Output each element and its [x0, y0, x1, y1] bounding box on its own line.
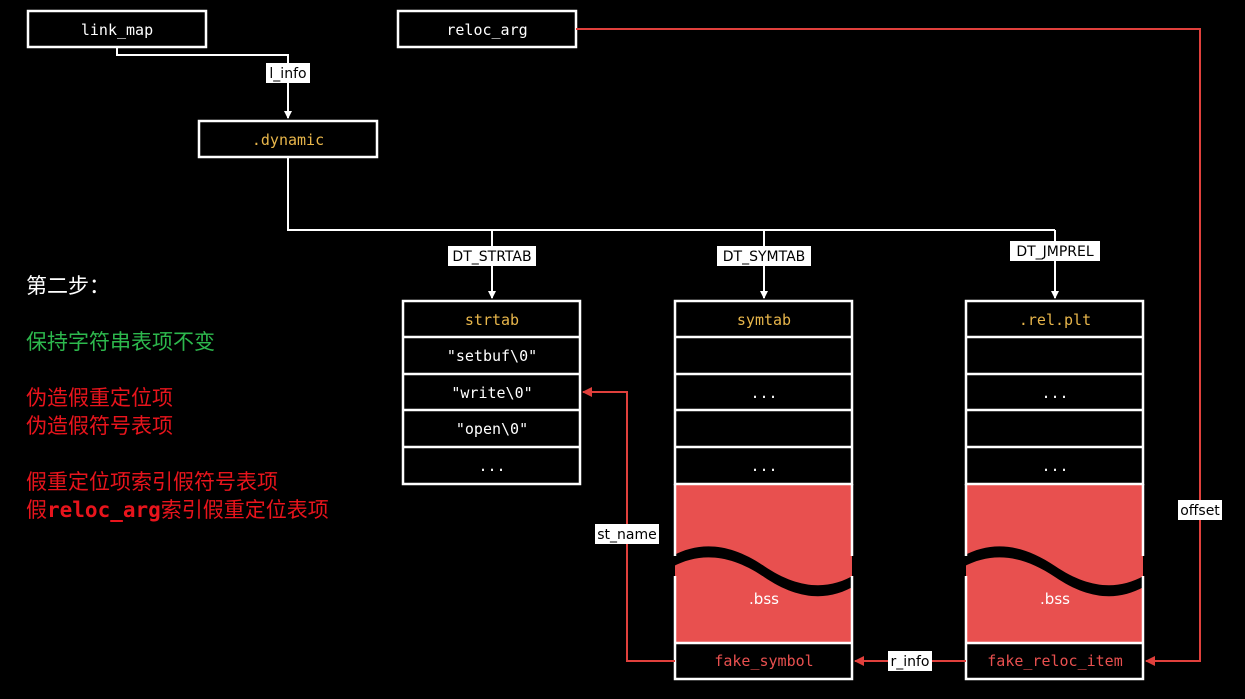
notes-panel: 第二步： 保持字符串表项不变 伪造假重定位项 伪造假符号表项 假重定位项索引假符…	[26, 272, 329, 524]
link-map-label: link_map	[81, 21, 153, 39]
r-info-label: r_info	[890, 654, 929, 670]
note-fake-reloc: 伪造假重定位项	[26, 386, 173, 410]
relplt-bss-region	[966, 484, 1143, 643]
offset-edge	[576, 28, 1201, 666]
notes-spacer	[26, 440, 329, 468]
relplt-table: .rel.plt ... ... .bss fake_reloc_item	[963, 299, 1147, 681]
l-info-edge	[116, 47, 292, 119]
offset-label-box: offset	[1178, 500, 1222, 520]
dt-jmprel-label: DT_JMPREL	[1016, 244, 1094, 260]
r-info-label-box: r_info	[888, 651, 932, 671]
symtab-table: symtab ... ... .bss fake_symbol	[672, 299, 856, 681]
symtab-row: ...	[750, 457, 777, 475]
symtab-bss-label: .bss	[749, 590, 779, 608]
strtab-row: "open\0"	[456, 420, 528, 438]
reloc-arg-node: reloc_arg	[396, 9, 578, 49]
strtab-header: strtab	[465, 311, 519, 329]
dt-jmprel-label-box: DT_JMPREL	[1010, 241, 1100, 261]
strtab-row: "setbuf\0"	[447, 347, 537, 365]
symtab-break-wave	[672, 546, 856, 597]
relplt-break-wave	[963, 546, 1147, 597]
note-reloc-index-symbol: 假重定位项索引假符号表项	[26, 470, 278, 494]
dynamic-node: .dynamic	[197, 119, 379, 159]
offset-label: offset	[1180, 503, 1220, 519]
note-prefix: 假	[26, 498, 47, 522]
fake-reloc-item-label: fake_reloc_item	[987, 652, 1122, 670]
relplt-header: .rel.plt	[1019, 311, 1091, 329]
note-keep-strtab: 保持字符串表项不变	[26, 330, 215, 354]
symtab-bss-region	[675, 484, 852, 643]
dynamic-label: .dynamic	[252, 131, 324, 149]
strtab-table: strtab "setbuf\0" "write\0" "open\0" ...	[401, 299, 582, 486]
link-map-node: link_map	[26, 9, 208, 49]
notes-spacer	[26, 300, 329, 328]
note-code: reloc_arg	[47, 498, 161, 522]
st-name-label-box: st_name	[595, 524, 659, 544]
relplt-row: ...	[1041, 457, 1068, 475]
note-fake-symbol: 伪造假符号表项	[26, 414, 173, 438]
notes-title: 第二步：	[26, 274, 110, 298]
dt-symtab-label-box: DT_SYMTAB	[717, 246, 811, 266]
symtab-header: symtab	[737, 311, 791, 329]
note-suffix: 索引假重定位表项	[160, 498, 329, 522]
reloc-arg-label: reloc_arg	[446, 21, 527, 39]
dynamic-bus-edge	[287, 157, 1055, 231]
fake-symbol-label: fake_symbol	[714, 652, 813, 670]
note-reloc-arg-index: 假reloc_arg索引假重定位表项	[26, 496, 329, 524]
relplt-row: ...	[1041, 384, 1068, 402]
l-info-label: l_info	[269, 66, 306, 82]
st-name-label: st_name	[597, 527, 657, 543]
symtab-row: ...	[750, 384, 777, 402]
dt-strtab-label-box: DT_STRTAB	[448, 246, 536, 266]
dt-strtab-label: DT_STRTAB	[452, 249, 531, 265]
notes-spacer	[26, 356, 329, 384]
strtab-row: ...	[478, 457, 505, 475]
strtab-row: "write\0"	[451, 384, 532, 402]
relplt-bss-label: .bss	[1040, 590, 1070, 608]
dt-symtab-label: DT_SYMTAB	[723, 249, 806, 265]
l-info-label-box: l_info	[266, 63, 310, 83]
